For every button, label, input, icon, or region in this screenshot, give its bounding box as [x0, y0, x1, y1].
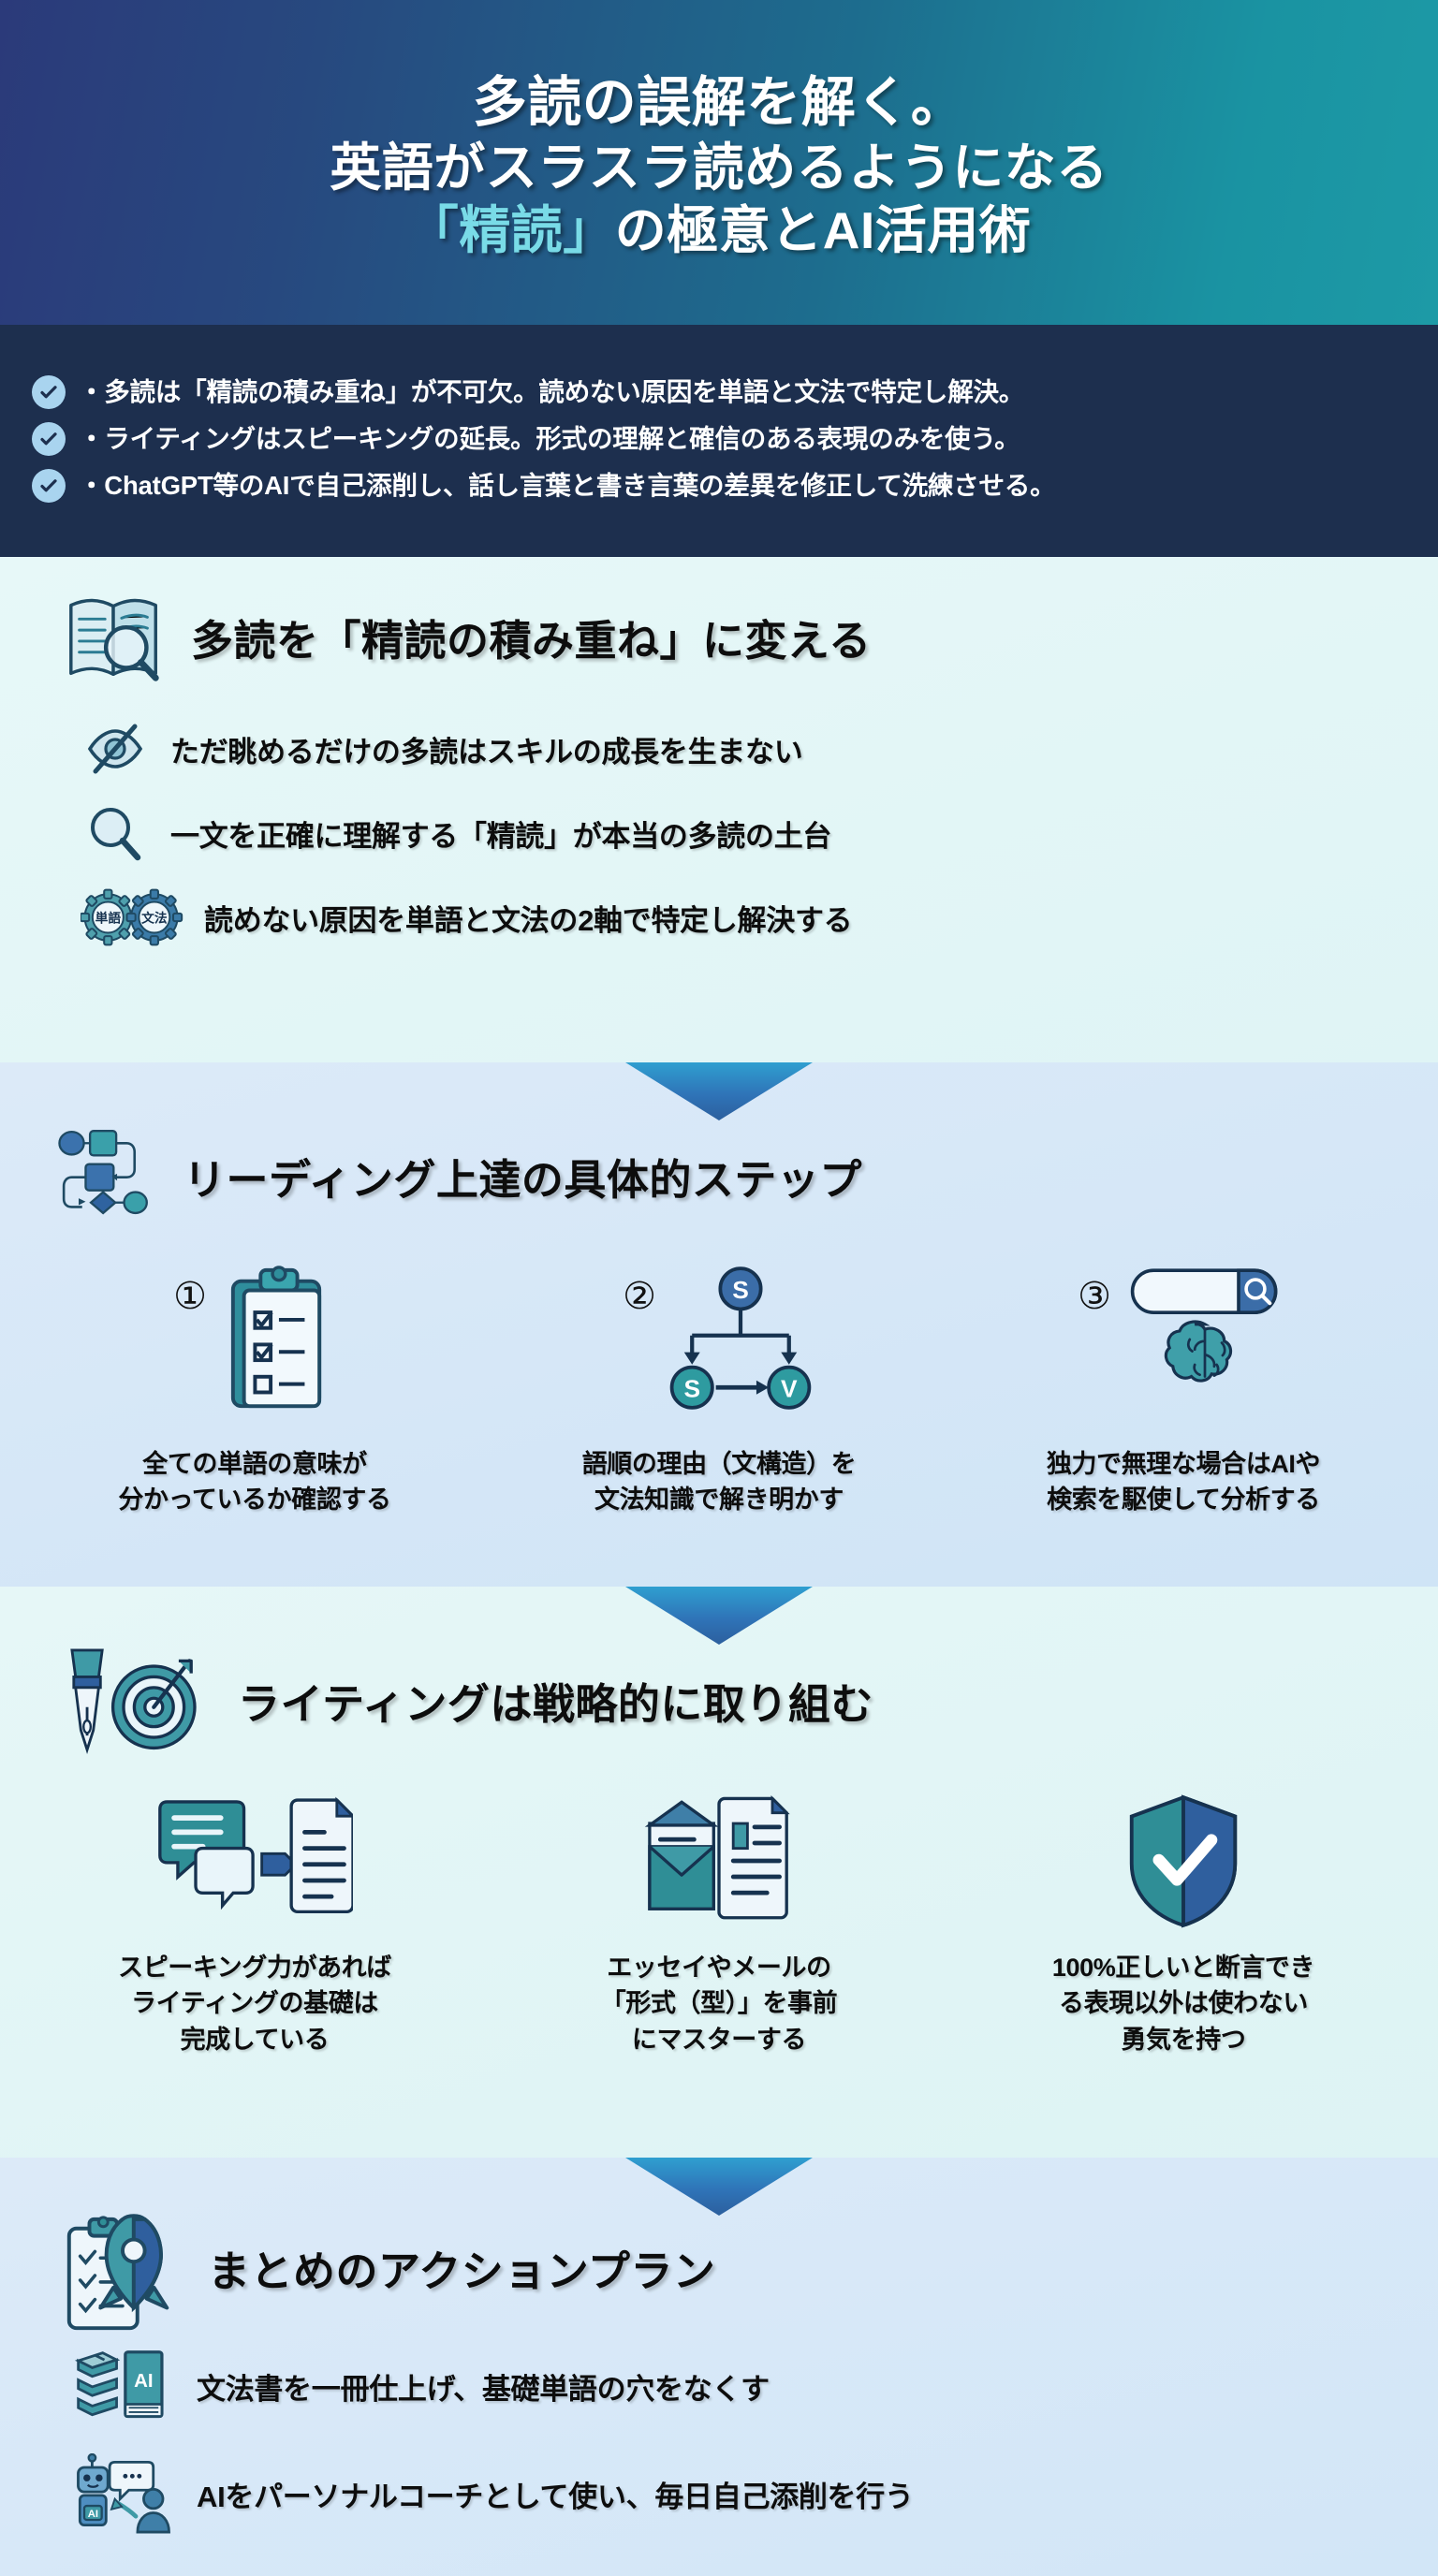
- clipboard-rocket-icon: [56, 2212, 187, 2331]
- check-circle-icon: [32, 422, 66, 456]
- section-1-bullet: 単語 文法 読めない原因を単語と文法の2軸で特: [0, 888, 1438, 946]
- section-2-title: リーディング上達の具体的ステップ: [183, 1155, 862, 1204]
- section-4: まとめのアクションプラン: [0, 2158, 1438, 2576]
- robot-icon: AI: [77, 2453, 110, 2526]
- search-bar-brain-icon: [1121, 1265, 1289, 1410]
- section-4-bullet-text: 文法書を一冊仕上げ、基礎単語の穴をなくす: [197, 2372, 770, 2406]
- step-3: ③: [951, 1265, 1416, 1518]
- open-book-magnifier-icon: [60, 581, 170, 692]
- section-4-bullet: AI 文法書を一冊仕上げ、基礎単語の穴をなくす: [0, 2349, 1438, 2423]
- section-3-chevron-divider: [625, 1587, 813, 1645]
- two-gears-icon: 単語 文法: [81, 888, 183, 946]
- section-3-header: ライティングは戦略的に取り組む: [0, 1645, 1438, 1755]
- robot-coach-icon: AI: [71, 2453, 176, 2534]
- sentence-structure-tree-icon: S S V: [666, 1265, 815, 1417]
- key-points-panel: ・多読は「精読の積み重ね」が不可欠。読めない原因を単語と文法で特定し解決。 ・ラ…: [0, 325, 1438, 557]
- step-1-number: ①: [173, 1276, 207, 1317]
- writing-card-3: 100%正しいと断言でき る表現以外は使わない 勇気を持つ: [951, 1793, 1416, 2057]
- key-point-row: ・ChatGPT等のAIで自己添削し、話し言葉と書き言葉の差異を修正して洗練させ…: [32, 469, 1401, 503]
- key-point-text: ・ChatGPT等のAIで自己添削し、話し言葉と書き言葉の差異を修正して洗練させ…: [79, 470, 1056, 500]
- step-2-number: ②: [623, 1276, 656, 1317]
- section-2-header: リーディング上達の具体的ステップ: [0, 1120, 1438, 1231]
- card-3-caption: 100%正しいと断言でき る表現以外は使わない 勇気を持つ: [1051, 1954, 1315, 2054]
- speech-bubble-icon: [108, 2461, 155, 2502]
- step-3-number: ③: [1078, 1276, 1111, 1317]
- hero-title-line-2: 英語がスラスラ読めるようになる: [330, 138, 1108, 197]
- section-1-bullet: ただ眺めるだけの多読はスキルの成長を生まない: [0, 720, 1438, 778]
- step-2-icon-row: ② S S V: [487, 1265, 951, 1433]
- section-3-cards: スピーキング力があれば ライティングの基礎は 完成している: [0, 1793, 1438, 2057]
- section-1: 多読を「精読の積み重ね」に変える ただ眺めるだけの多読はスキルの成長を生まない: [0, 557, 1438, 1062]
- card-2-caption: エッセイやメールの 「形式（型）」を事前 にマスターする: [600, 1954, 838, 2054]
- section-4-bullet-text: AIをパーソナルコーチとして使い、毎日自己添削を行う: [197, 2480, 914, 2513]
- section-4-header: まとめのアクションプラン: [0, 2212, 1438, 2331]
- section-4-chevron-divider: [625, 2158, 813, 2216]
- node-left-label: S: [683, 1375, 700, 1403]
- section-1-bullet-text: 一文を正確に理解する「精読」が本当の多読の土台: [170, 819, 832, 853]
- rocket-icon: [98, 2214, 169, 2313]
- check-circle-icon: [32, 375, 66, 409]
- key-point-text: ・ライティングはスピーキングの延長。形式の理解と確信のある表現のみを使う。: [79, 423, 1020, 453]
- check-circle-icon: [32, 469, 66, 503]
- shield-check-icon: [1124, 1793, 1242, 1934]
- section-1-bullet-text: ただ眺めるだけの多読はスキルの成長を生まない: [170, 735, 803, 768]
- key-point-text: ・多読は「精読の積み重ね」が不可欠。読めない原因を単語と文法で特定し解決。: [79, 376, 1025, 406]
- section-3-title: ライティングは戦略的に取り組む: [238, 1679, 873, 1728]
- gear-left-label: 単語: [95, 911, 122, 926]
- hero-title-line-3: 「精読」の極意とAI活用術: [407, 199, 1032, 262]
- eye-slash-icon: [81, 720, 150, 778]
- person-icon: [136, 2487, 170, 2534]
- hero-header: 多読の誤解を解く。 英語がスラスラ読めるようになる 「精読」の極意とAI活用術: [0, 0, 1438, 325]
- fountain-pen-icon: [70, 1648, 104, 1755]
- step-1-icon-row: ①: [22, 1265, 487, 1433]
- speech-to-document-icon: [156, 1793, 357, 1932]
- pen-target-icon: [52, 1645, 230, 1755]
- books-ai-icon: AI: [71, 2349, 176, 2423]
- magnifier-icon: [81, 804, 150, 862]
- section-1-bullet-text: 読めない原因を単語と文法の2軸で特定し解決する: [204, 903, 853, 937]
- key-point-row: ・ライティングはスピーキングの延長。形式の理解と確信のある表現のみを使う。: [32, 422, 1401, 456]
- section-2: リーディング上達の具体的ステップ ①: [0, 1062, 1438, 1587]
- step-3-caption: 独力で無理な場合はAIや 検索を駆使して分析する: [1046, 1450, 1321, 1515]
- hero-accent-text: 「精読」: [406, 200, 615, 259]
- section-1-header: 多読を「精読の積み重ね」に変える: [0, 581, 1438, 692]
- section-4-title: まとめのアクションプラン: [208, 2247, 716, 2295]
- section-2-steps: ①: [0, 1265, 1438, 1518]
- step-3-icon-row: ③: [951, 1265, 1416, 1433]
- flowchart-icon: [52, 1120, 163, 1231]
- step-2: ② S S V: [487, 1265, 951, 1518]
- target-icon: [110, 1659, 197, 1750]
- ai-book-icon: AI: [124, 2350, 164, 2419]
- section-1-bullet: 一文を正確に理解する「精読」が本当の多読の土台: [0, 804, 1438, 862]
- writing-card-2: エッセイやメールの 「形式（型）」を事前 にマスターする: [487, 1793, 951, 2057]
- key-point-row: ・多読は「精読の積み重ね」が不可欠。読めない原因を単語と文法で特定し解決。: [32, 375, 1401, 409]
- card-2-icon: [487, 1793, 951, 1933]
- envelope-document-icon: [630, 1793, 808, 1932]
- node-top-label: S: [732, 1276, 749, 1304]
- section-4-bullet: AI AIをパーソナルコーチとして使い、毎: [0, 2453, 1438, 2534]
- card-1-icon: [22, 1793, 487, 1933]
- node-right-label: V: [781, 1375, 798, 1403]
- card-1-caption: スピーキング力があれば ライティングの基礎は 完成している: [118, 1954, 391, 2054]
- gear-right-label: 文法: [141, 911, 168, 926]
- step-1-caption: 全ての単語の意味が 分かっているか確認する: [118, 1450, 391, 1515]
- book-stack-icon: [74, 2351, 121, 2417]
- clipboard-checklist-icon: [216, 1265, 336, 1421]
- ai-badge-label: AI: [134, 2370, 153, 2392]
- section-3: ライティングは戦略的に取り組む: [0, 1587, 1438, 2158]
- section-2-chevron-divider: [625, 1062, 813, 1120]
- step-1: ①: [22, 1265, 487, 1518]
- hero-title-line-3-rest: の極意とAI活用術: [614, 200, 1032, 259]
- ai-badge-label: AI: [88, 2509, 98, 2520]
- card-3-icon: [951, 1793, 1416, 1933]
- section-1-title: 多読を「精読の積み重ね」に変える: [191, 616, 872, 665]
- step-2-caption: 語順の理由（文構造）を 文法知識で解き明かす: [581, 1450, 857, 1515]
- hero-title-line-1: 多読の誤解を解く。: [472, 72, 966, 134]
- writing-card-1: スピーキング力があれば ライティングの基礎は 完成している: [22, 1793, 487, 2057]
